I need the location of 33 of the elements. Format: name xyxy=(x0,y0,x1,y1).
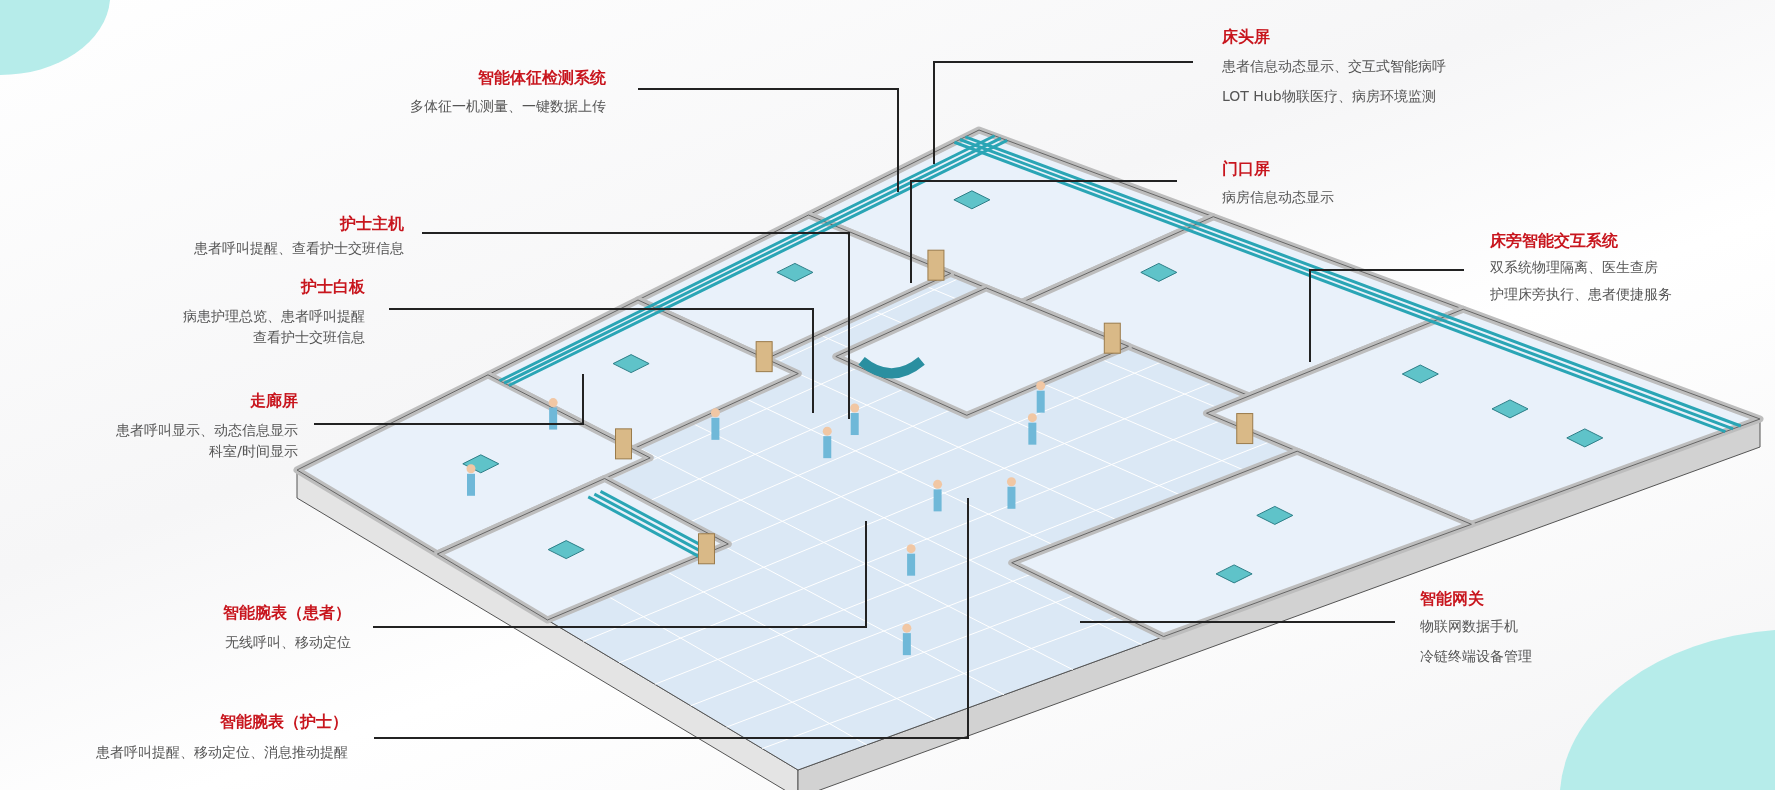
callout-title: 智能网关 xyxy=(1420,588,1484,610)
callout-title: 智能腕表（护士） xyxy=(220,711,348,733)
leader-line xyxy=(373,497,969,739)
leader-line xyxy=(933,61,1194,165)
callout-title: 床旁智能交互系统 xyxy=(1490,230,1618,252)
leader-line xyxy=(372,520,867,628)
callout-text: 冷链终端设备管理 xyxy=(1420,647,1532,666)
callout-text: 患者呼叫显示、动态信息显示科室/时间显示 xyxy=(115,421,298,461)
callout-text: 病患护理总览、患者呼叫提醒查看护士交班信息 xyxy=(182,307,365,347)
leader-line xyxy=(388,308,814,414)
callout-title: 护士主机 xyxy=(340,213,404,235)
leader-line xyxy=(1309,269,1465,363)
callout-text: 患者呼叫提醒、移动定位、消息推动提醒 xyxy=(96,743,348,762)
callout-text: 护理床旁执行、患者便捷服务 xyxy=(1490,285,1672,304)
callout-text: 双系统物理隔离、医生查房 xyxy=(1490,258,1658,277)
callout-title: 智能体征检测系统 xyxy=(478,67,606,89)
callout-text: 无线呼叫、移动定位 xyxy=(225,633,351,652)
callout-text: 多体征一机测量、一键数据上传 xyxy=(410,97,606,116)
callout-text: 患者呼叫提醒、查看护士交班信息 xyxy=(194,239,404,258)
leader-line xyxy=(637,88,899,193)
callout-title: 床头屏 xyxy=(1222,26,1270,48)
callout-title: 护士白板 xyxy=(301,276,365,298)
callout-text: 物联网数据手机 xyxy=(1420,617,1518,636)
leader-line xyxy=(421,232,850,420)
callout-text: 患者信息动态显示、交互式智能病呼 xyxy=(1222,57,1446,76)
callout-text: 病房信息动态显示 xyxy=(1222,188,1334,207)
leader-line xyxy=(313,373,584,425)
leader-line xyxy=(910,180,1178,284)
leader-line xyxy=(1079,621,1396,623)
callout-title: 走廊屏 xyxy=(250,390,298,412)
callout-text: LOT Hub物联医疗、病房环境监测 xyxy=(1222,87,1436,106)
callout-title: 门口屏 xyxy=(1222,158,1270,180)
callout-title: 智能腕表（患者） xyxy=(223,602,351,624)
